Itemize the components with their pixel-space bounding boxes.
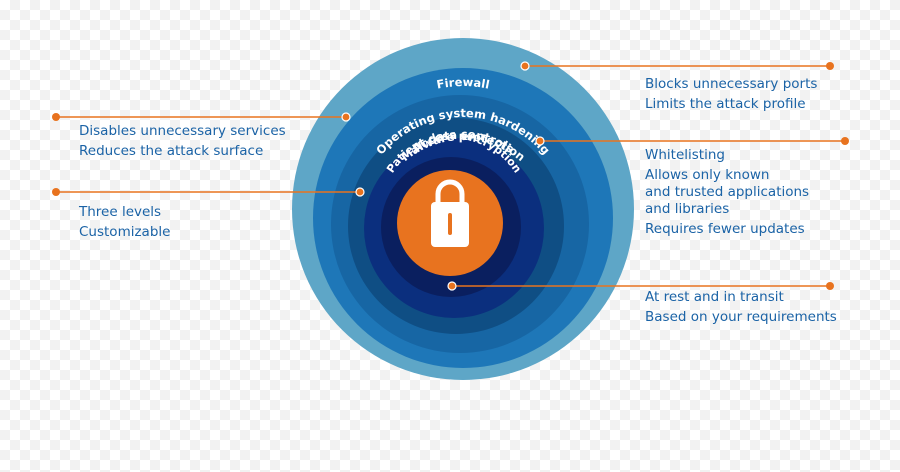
lock-icon	[431, 179, 469, 247]
note-line: Disables unnecessary services	[79, 123, 286, 139]
firewall-connector	[520, 61, 834, 71]
note-line: Whitelisting	[645, 147, 725, 163]
malware-note: Whitelisting Allows only known and trust…	[645, 147, 809, 238]
access-note: Three levels Customizable	[79, 204, 170, 241]
note-line: Based on your requirements	[645, 309, 837, 325]
encryption-note: At rest and in transit Based on your req…	[645, 289, 837, 326]
note-line: and trusted applications	[645, 184, 810, 200]
firewall-label: Firewall	[435, 75, 490, 92]
note-line: Requires fewer updates	[645, 221, 805, 237]
os-hardening-note: Disables unnecessary services Reduces th…	[79, 123, 286, 160]
note-line: At rest and in transit	[645, 289, 784, 305]
os-hardening-connector	[52, 112, 351, 122]
encryption-connector	[447, 281, 834, 291]
note-line: Blocks unnecessary ports	[645, 76, 818, 92]
note-line: Customizable	[79, 224, 171, 240]
note-line: Limits the attack profile	[645, 96, 806, 112]
firewall-label-text: Firewall	[435, 75, 490, 92]
note-line: Three levels	[79, 204, 162, 220]
note-line: Reduces the attack surface	[79, 143, 264, 159]
note-line: Allows only known	[645, 167, 770, 183]
malware-connector	[535, 136, 849, 146]
access-connector	[52, 187, 365, 197]
firewall-note: Blocks unnecessary ports Limits the atta…	[645, 76, 817, 113]
note-line: and libraries	[645, 201, 730, 217]
